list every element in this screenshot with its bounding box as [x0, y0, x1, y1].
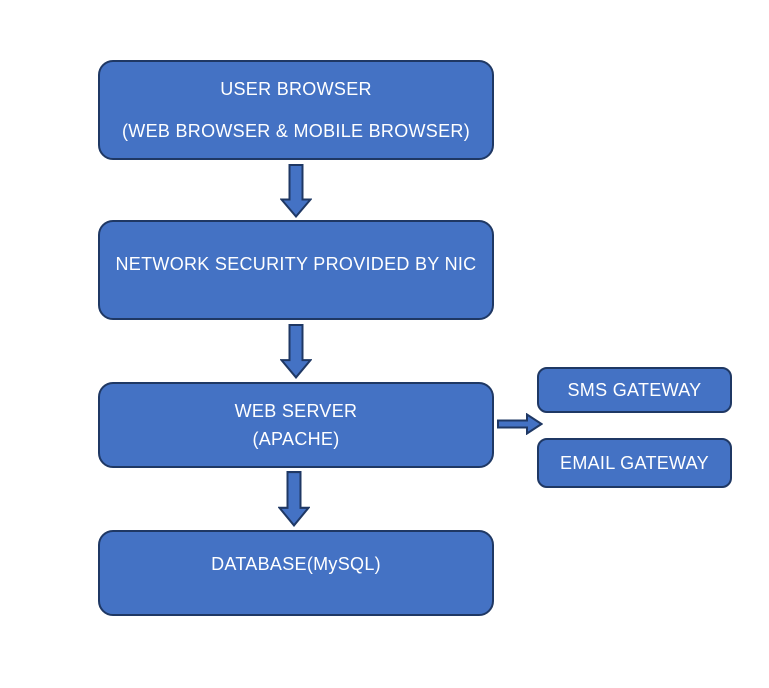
node-user-browser: USER BROWSER (WEB BROWSER & MOBILE BROWS… [98, 60, 494, 160]
node-network-security: NETWORK SECURITY PROVIDED BY NIC [98, 220, 494, 320]
arrow-right-icon [497, 413, 543, 435]
database-label: DATABASE(MySQL) [211, 553, 381, 574]
user-browser-title: USER BROWSER [220, 79, 372, 100]
email-gateway-label: EMAIL GATEWAY [560, 452, 709, 473]
user-browser-subtitle: (WEB BROWSER & MOBILE BROWSER) [121, 120, 471, 141]
node-email-gateway: EMAIL GATEWAY [537, 438, 732, 488]
node-database: DATABASE(MySQL) [98, 530, 494, 616]
node-sms-gateway: SMS GATEWAY [537, 367, 732, 413]
arrow-down-icon [280, 164, 312, 218]
sms-gateway-label: SMS GATEWAY [567, 379, 702, 400]
arrow-down-icon [280, 324, 312, 379]
network-security-label: NETWORK SECURITY PROVIDED BY NIC [115, 253, 477, 274]
web-server-title: WEB SERVER [234, 400, 358, 421]
node-web-server: WEB SERVER (APACHE) [98, 382, 494, 468]
arrow-down-icon [278, 471, 310, 527]
web-server-subtitle: (APACHE) [252, 429, 340, 449]
